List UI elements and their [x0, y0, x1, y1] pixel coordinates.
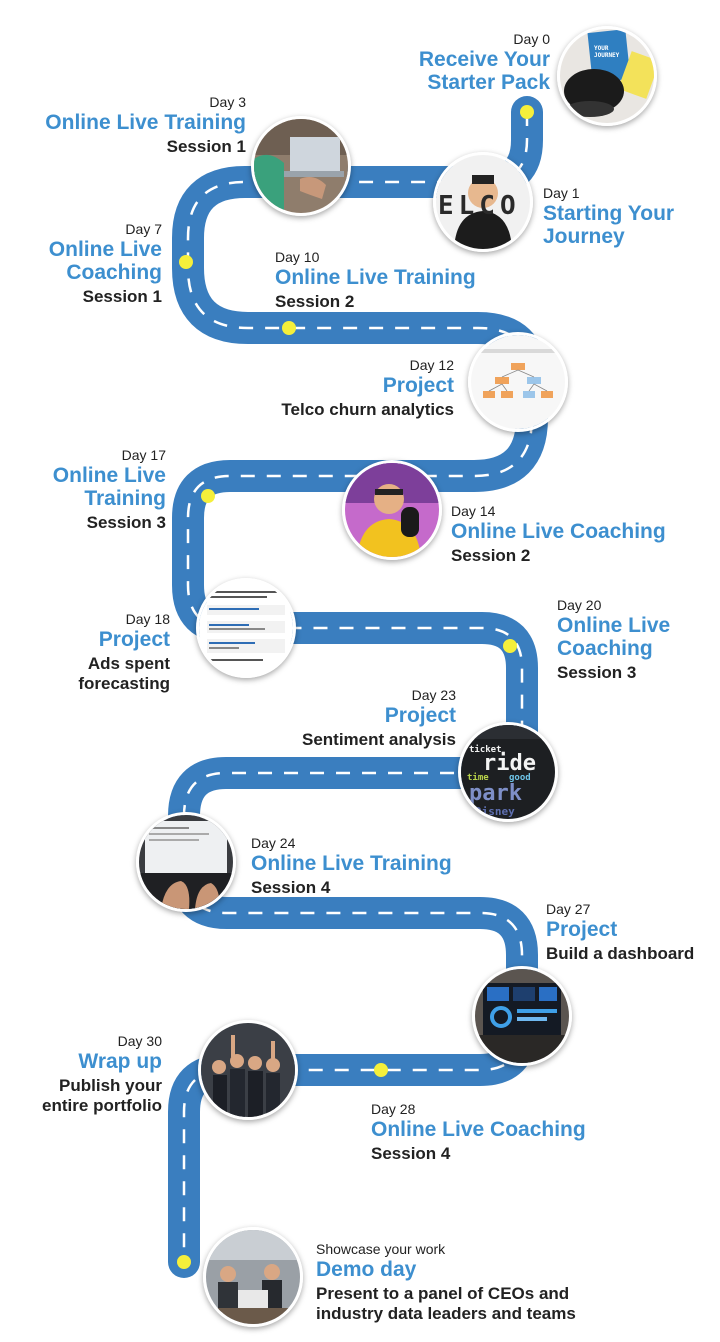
road-marker-dot — [179, 255, 193, 269]
coach-photo — [342, 460, 442, 560]
milestone-day: Day 27 — [546, 901, 591, 917]
milestone-day30: Day 30 Wrap up Publish your entire portf… — [20, 1032, 162, 1116]
milestone-subtitle: Present to a panel of CEOs and industry … — [316, 1284, 576, 1323]
milestone-day3: Day 3 Online Live Training Session 1 — [20, 93, 246, 157]
road-marker-dot — [520, 105, 534, 119]
milestone-day27: Day 27 Project Build a dashboard — [546, 900, 716, 964]
milestone-day: Day 18 — [125, 611, 170, 627]
milestone-title: Online Live Coaching — [371, 1118, 586, 1141]
milestone-day: Showcase your work — [316, 1241, 446, 1257]
milestone-subtitle: Build a dashboard — [546, 944, 695, 963]
milestone-day10: Day 10 Online Live Training Session 2 — [275, 248, 535, 312]
milestone-subtitle: Session 2 — [275, 292, 355, 311]
milestone-day: Day 30 — [117, 1033, 162, 1049]
milestone-title: Starting Your Journey — [543, 202, 675, 248]
milestone-title: Demo day — [316, 1258, 417, 1281]
speaker-photo: ELCO — [433, 152, 533, 252]
milestone-subtitle: Publish your entire portfolio — [42, 1076, 162, 1115]
milestone-title: Wrap up — [78, 1050, 162, 1073]
road-marker-dot — [282, 321, 296, 335]
milestone-day18: Day 18 Project Ads spent forecasting — [40, 610, 170, 694]
milestone-title: Online Live Training — [45, 111, 246, 134]
starter-pack-label: YOUR JOURNEY — [594, 45, 620, 59]
milestone-title: Online Live Training — [275, 266, 476, 289]
milestone-day24: Day 24 Online Live Training Session 4 — [251, 834, 511, 898]
milestone-subtitle: Sentiment analysis — [301, 730, 456, 749]
milestone-day: Day 24 — [251, 835, 296, 851]
milestone-day: Day 14 — [451, 503, 496, 519]
word-cloud-photo: ticket ride time good park Disney — [458, 722, 558, 822]
milestone-day1: Day 1 Starting Your Journey — [543, 184, 713, 248]
milestone-title: Project — [382, 374, 454, 397]
milestone-day28: Day 28 Online Live Coaching Session 4 — [371, 1100, 651, 1164]
milestone-title: Receive Your Starter Pack — [418, 48, 550, 94]
milestone-day20: Day 20 Online Live Coaching Session 3 — [557, 596, 713, 683]
milestone-subtitle: Session 3 — [557, 663, 637, 682]
milestone-day23: Day 23 Project Sentiment analysis — [260, 686, 456, 750]
milestone-day: Day 7 — [125, 221, 162, 237]
milestone-day12: Day 12 Project Telco churn analytics — [240, 356, 454, 420]
word-cloud-word: ticket — [469, 745, 502, 755]
decision-tree-photo — [468, 332, 568, 432]
milestone-subtitle: Session 3 — [86, 513, 166, 532]
milestone-title: Online Live Training — [251, 852, 452, 875]
milestone-day14: Day 14 Online Live Coaching Session 2 — [451, 502, 713, 566]
word-cloud-word: Disney — [475, 805, 515, 818]
road-marker-dot — [177, 1255, 191, 1269]
milestone-day0: Day 0 Receive Your Starter Pack — [330, 30, 550, 94]
milestone-day: Day 17 — [121, 447, 166, 463]
milestone-title: Online Live Coaching — [557, 614, 671, 660]
word-cloud-word: park — [469, 781, 522, 806]
milestone-day: Day 23 — [411, 687, 456, 703]
milestone-day: Day 12 — [409, 357, 454, 373]
milestone-subtitle: Telco churn analytics — [281, 400, 454, 419]
word-cloud-word: good — [509, 773, 531, 783]
milestone-day: Day 0 — [513, 31, 550, 47]
milestone-day: Day 10 — [275, 249, 320, 265]
starter-pack-photo: YOUR JOURNEY — [557, 26, 657, 126]
code-notebook-photo — [196, 578, 296, 678]
milestone-day: Day 3 — [209, 94, 246, 110]
dashboard-photo — [472, 966, 572, 1066]
milestone-title: Online Live Training — [52, 464, 166, 510]
demo-day-photo — [203, 1227, 303, 1327]
milestone-day7: Day 7 Online Live Coaching Session 1 — [20, 220, 162, 307]
milestone-demo-day: Showcase your work Demo day Present to a… — [316, 1240, 608, 1324]
milestone-title: Online Live Coaching — [48, 238, 162, 284]
milestone-subtitle: Session 1 — [82, 287, 162, 306]
milestone-subtitle: Ads spent forecasting — [78, 654, 170, 693]
milestone-subtitle: Session 2 — [451, 546, 531, 565]
milestone-day: Day 28 — [371, 1101, 416, 1117]
road-marker-dot — [503, 639, 517, 653]
milestone-day: Day 20 — [557, 597, 602, 613]
road-marker-dot — [201, 489, 215, 503]
notebook-screen-photo — [136, 812, 236, 912]
word-cloud-word: ride — [483, 751, 536, 776]
milestone-subtitle: Session 4 — [251, 878, 331, 897]
speaker-backdrop-letters: ELCO — [438, 191, 521, 221]
group-photo — [198, 1020, 298, 1120]
milestone-title: Project — [546, 918, 618, 941]
word-cloud-word: time — [467, 773, 489, 783]
road-marker-dot — [374, 1063, 388, 1077]
laptop-training-photo — [251, 116, 351, 216]
milestone-title: Project — [98, 628, 170, 651]
milestone-subtitle: Session 4 — [371, 1144, 451, 1163]
milestone-day: Day 1 — [543, 185, 580, 201]
milestone-title: Online Live Coaching — [451, 520, 666, 543]
milestone-title: Project — [384, 704, 456, 727]
milestone-day17: Day 17 Online Live Training Session 3 — [20, 446, 166, 533]
milestone-subtitle: Session 1 — [166, 137, 246, 156]
